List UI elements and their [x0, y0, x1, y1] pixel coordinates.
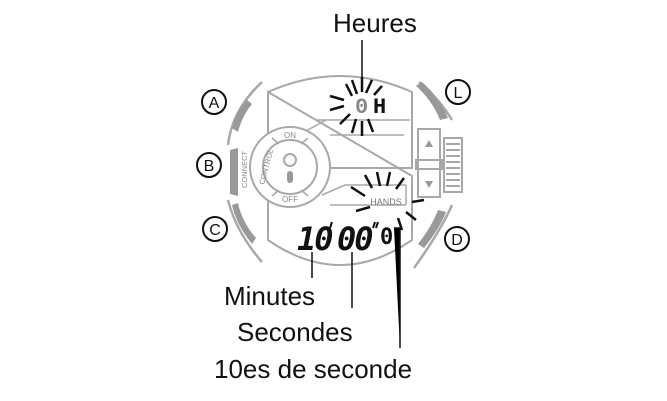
seconds-label: Secondes — [237, 317, 353, 347]
side-buttons — [230, 82, 448, 248]
button-a-label: A — [209, 95, 220, 112]
control-dial — [249, 126, 331, 208]
button-c-shape — [232, 203, 256, 244]
tenths-digit: 0 — [380, 225, 393, 250]
up-arrow-icon — [425, 140, 433, 147]
button-a-shape — [232, 100, 252, 132]
tenths-label: 10es de seconde — [214, 354, 413, 384]
connect-label: CONNECT — [240, 150, 249, 188]
on-label: ON — [284, 131, 296, 140]
minutes-label: Minutes — [224, 281, 316, 311]
off-label: OFF — [282, 195, 298, 204]
button-d-label: D — [451, 232, 463, 249]
down-arrow-icon — [425, 181, 433, 188]
hour-digit: 0 — [355, 95, 368, 120]
hours-label: Heures — [333, 8, 417, 38]
hour-flash-rays — [329, 77, 383, 136]
crown — [415, 128, 463, 198]
button-b-label: B — [204, 158, 215, 175]
button-markers — [196, 79, 471, 252]
minutes-digits: 10 — [297, 220, 332, 258]
hands-label: HANDS — [370, 197, 402, 207]
hands-flash-rays — [350, 171, 425, 231]
button-b-shape — [230, 148, 238, 196]
button-l-shape — [416, 82, 448, 120]
leader-lines — [311, 40, 401, 348]
button-l-label: L — [454, 85, 463, 102]
dial-outline — [267, 75, 413, 266]
seconds-digits: 00 — [337, 220, 372, 258]
button-c-label: C — [209, 222, 221, 239]
hour-suffix: H — [373, 95, 386, 120]
button-d-shape — [418, 210, 446, 248]
